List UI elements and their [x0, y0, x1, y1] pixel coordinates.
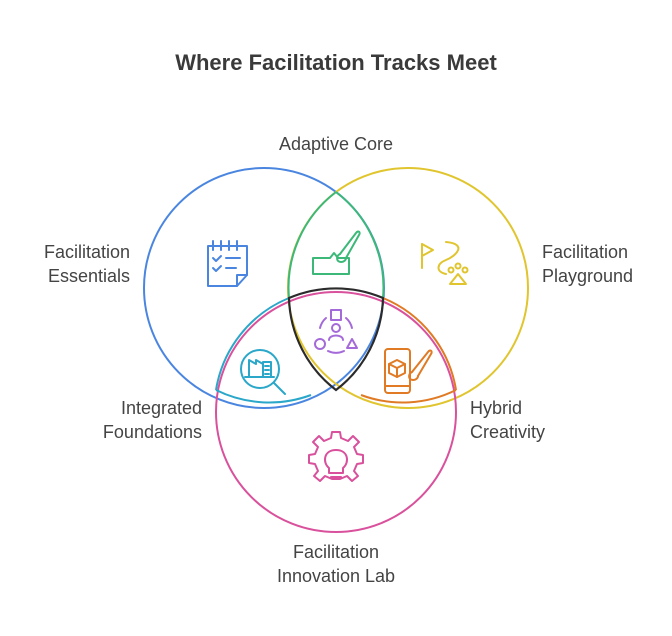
phone-cube-brush-icon [384, 348, 433, 394]
label-hybrid-line1: Hybrid [470, 398, 523, 418]
label-facilitation-innovation-lab: Facilitation Innovation Lab [216, 540, 456, 588]
arc-adaptive-core-right [335, 191, 385, 299]
label-innovation-line2: Innovation Lab [276, 566, 396, 586]
building-magnifier-icon [240, 349, 286, 395]
label-hybrid-line2: Creativity [470, 422, 546, 442]
arc-hybrid-upper [382, 297, 457, 391]
label-essentials-line2: Essentials [47, 266, 130, 286]
flag-paw-path-icon [421, 241, 469, 285]
circle-innovation [215, 291, 457, 533]
label-facilitation-essentials: Facilitation Essentials [0, 240, 130, 288]
arc-center-region [287, 287, 385, 392]
label-adaptive-core: Adaptive Core [236, 132, 436, 156]
arc-hybrid-lower [360, 389, 457, 404]
shapes-person-icon [314, 309, 358, 354]
label-hybrid-creativity: Hybrid Creativity [470, 396, 620, 444]
lightbulb-gear-icon [308, 431, 364, 482]
label-adaptive-core-text: Adaptive Core [278, 134, 394, 154]
page-title: Where Facilitation Tracks Meet [175, 50, 497, 75]
label-integrated-line1: Integrated [120, 398, 202, 418]
label-playground-line1: Facilitation [542, 242, 629, 262]
label-facilitation-playground: Facilitation Playground [542, 240, 670, 288]
label-innovation-line1: Facilitation [292, 542, 380, 562]
arc-integrated-upper [215, 297, 290, 391]
checklist-icon [207, 240, 248, 287]
label-integrated-line2: Foundations [102, 422, 202, 442]
label-essentials-line1: Facilitation [43, 242, 130, 262]
paint-tray-brush-icon [312, 230, 361, 275]
label-playground-line2: Playground [542, 266, 634, 286]
arc-adaptive-core-left [287, 191, 337, 299]
arc-integrated-lower [215, 389, 312, 404]
label-integrated-foundations: Integrated Foundations [40, 396, 202, 444]
